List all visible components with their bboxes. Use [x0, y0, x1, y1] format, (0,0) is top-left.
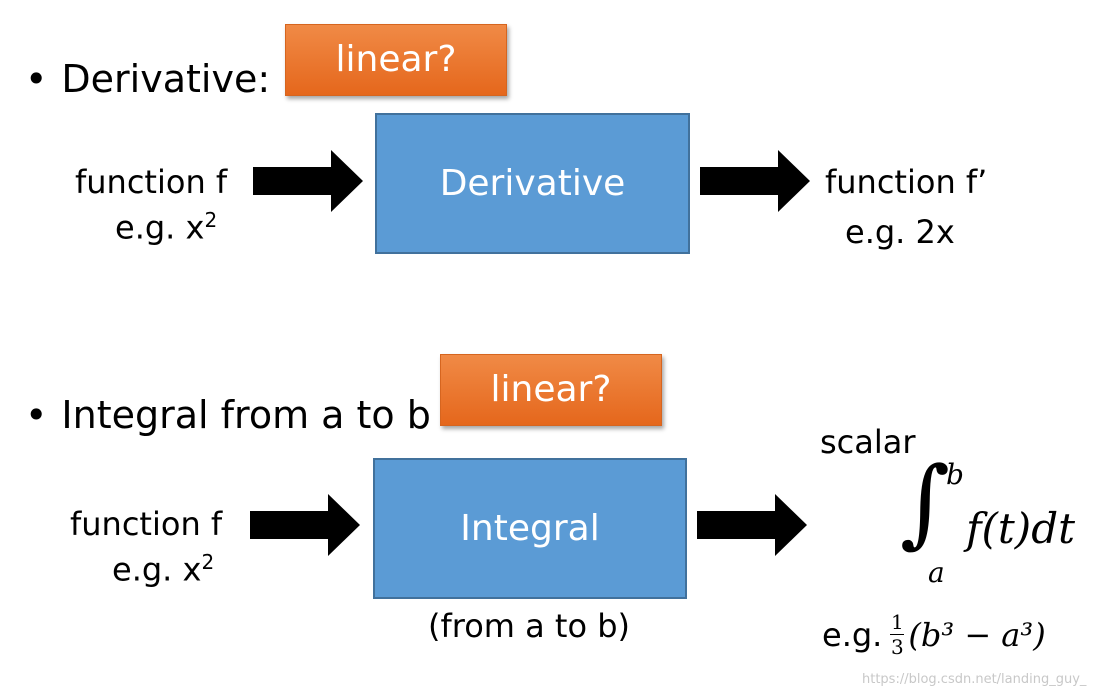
linear-tag-label: linear? [335, 39, 457, 80]
derivative-title: Derivative: [61, 57, 271, 101]
linear-tag-integral: linear? [440, 354, 662, 426]
input-arrow-icon [253, 150, 363, 212]
integral-example-expression: (b³ − a³) [908, 615, 1046, 654]
derivative-input-example-exponent: 2 [204, 208, 218, 232]
integral-input-example-base: e.g. x [112, 550, 202, 589]
derivative-box: Derivative [375, 113, 690, 254]
bullet: • [25, 393, 48, 437]
integral-input-example-exponent: 2 [201, 550, 215, 574]
integral-box-caption: (from a to b) [428, 607, 630, 645]
integral-upper-limit: b [946, 458, 964, 491]
watermark-text: https://blog.csdn.net/landing_guy_ [862, 672, 1087, 687]
derivative-input-label: function f [75, 163, 228, 201]
fraction-bar [890, 634, 905, 635]
linear-tag-label: linear? [490, 369, 612, 410]
bullet: • [25, 57, 48, 101]
integral-box: Integral [373, 458, 687, 599]
derivative-box-label: Derivative [439, 163, 626, 204]
output-arrow-icon [700, 150, 810, 212]
integral-input-example: e.g. x2 [112, 552, 214, 586]
integral-expression: ∫ b a f(t)dt [900, 454, 1110, 590]
integrand: f(t)dt [966, 504, 1075, 553]
derivative-input-example: e.g. x2 [115, 210, 217, 244]
integral-lower-limit: a [928, 556, 945, 589]
integral-heading: • Integral from a to b [25, 396, 431, 434]
integral-example-fraction: 1 3 [890, 610, 905, 659]
derivative-output-example: e.g. 2x [845, 213, 955, 251]
derivative-input-example-base: e.g. x [115, 208, 205, 247]
integral-sign-icon: ∫ [900, 446, 951, 558]
linear-tag-derivative: linear? [285, 24, 507, 96]
derivative-output-label: function f’ [825, 163, 988, 201]
output-arrow-icon [697, 494, 807, 556]
fraction-numerator: 1 [890, 610, 904, 634]
derivative-heading: • Derivative: [25, 60, 270, 98]
integral-box-label: Integral [460, 508, 600, 549]
integral-output-label: scalar [820, 423, 916, 461]
input-arrow-icon [250, 494, 360, 556]
integral-example-prefix: e.g. [822, 615, 883, 654]
fraction-denominator: 3 [890, 635, 904, 659]
integral-title: Integral from a to b [61, 393, 431, 437]
integral-input-label: function f [70, 505, 223, 543]
integral-output-example: e.g. 1 3 (b³ − a³) [822, 612, 1046, 657]
